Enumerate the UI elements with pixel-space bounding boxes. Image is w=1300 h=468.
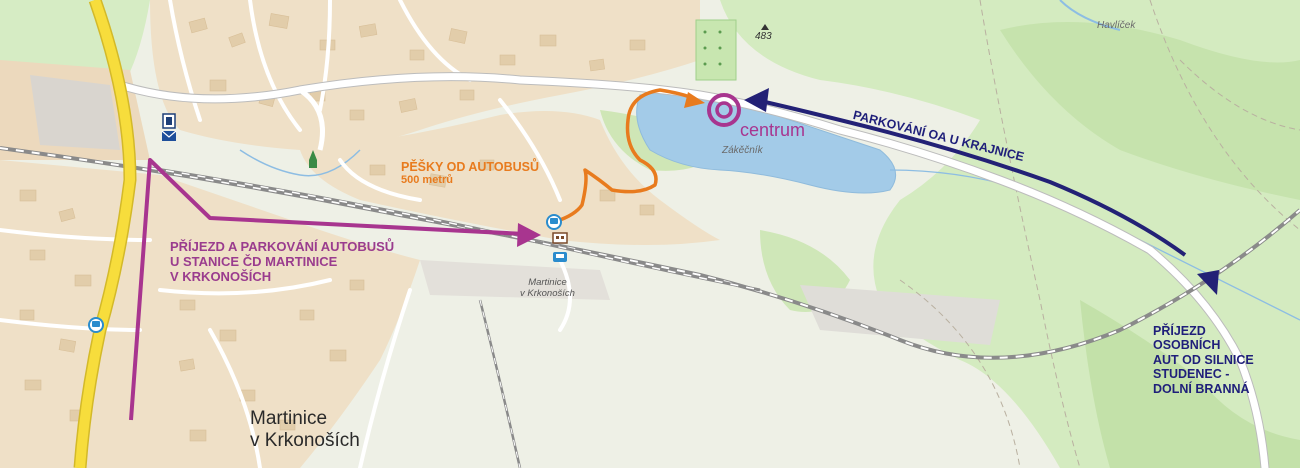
forest-area xyxy=(1000,22,1300,200)
paths xyxy=(899,0,1300,468)
built-up-area xyxy=(0,160,420,468)
bus-stop-icon xyxy=(546,214,562,230)
train-station-icon xyxy=(552,232,568,262)
bus-parking-label-line: V KRKONOŠÍCH xyxy=(170,268,272,284)
target-icon xyxy=(707,93,741,127)
walk-label-line: PĚŠKY OD AUTOBUSŮ xyxy=(401,160,539,174)
town-label: Martinice v Krkonoších xyxy=(250,408,360,452)
bus-stop-icon xyxy=(88,317,104,333)
car-route-arrowhead-south xyxy=(1197,270,1219,295)
bus-parking-label: PŘÍJEZD A PARKOVÁNÍ AUTOBUSŮ U STANICE Č… xyxy=(170,239,395,285)
built-up-area xyxy=(300,111,720,245)
car-arrival-label-line: OSOBNÍCH xyxy=(1153,338,1221,353)
town-label-line: v Krkonoších xyxy=(250,429,360,451)
forest-area xyxy=(1080,300,1300,468)
bus-parking-label-line: PŘÍJEZD A PARKOVÁNÍ AUTOBUSŮ xyxy=(170,239,395,254)
industrial-area xyxy=(30,75,120,150)
town-label-line: Martinice xyxy=(250,408,328,429)
station-label-line: Martinice xyxy=(528,277,567,288)
elevation-icon xyxy=(761,24,769,30)
walk-label-line: 500 metrů xyxy=(401,174,453,187)
stream xyxy=(1059,0,1121,31)
bus-route xyxy=(129,158,526,421)
bus-route-arrowhead xyxy=(517,223,541,247)
centrum-label: centrum xyxy=(740,120,806,140)
bus-parking-label-line: U STANICE ČD MARTINICE xyxy=(170,253,338,269)
car-arrival-label-line: PŘÍJEZD xyxy=(1153,324,1206,338)
buildings xyxy=(19,13,655,442)
car-arrival-label-line: STUDENEC - xyxy=(1153,367,1230,382)
parking-field xyxy=(695,19,737,81)
car-route xyxy=(764,100,1187,257)
station-label: Martinice v Krkonoších xyxy=(520,277,575,300)
car-arrival-label-line: AUT OD SILNICE xyxy=(1153,352,1254,367)
station-label-line: v Krkonoších xyxy=(520,287,575,299)
elevation-label: 483 xyxy=(755,31,772,42)
walk-label: PĚŠKY OD AUTOBUSŮ 500 metrů xyxy=(401,160,539,187)
car-arrival-label-line: DOLNÍ BRANNÁ xyxy=(1153,381,1250,396)
walk-route-arrowhead xyxy=(684,92,705,108)
post-office-icon xyxy=(161,113,177,141)
industrial-area xyxy=(800,285,1000,345)
pond-label: Zákěčník xyxy=(722,145,763,156)
church-icon xyxy=(309,150,317,168)
car-route-arrowhead-west xyxy=(744,88,769,112)
walk-route xyxy=(555,88,697,223)
hill-label: Havlíček xyxy=(1097,20,1136,31)
car-arrival-label: PŘÍJEZD OSOBNÍCH AUT OD SILNICE STUDENEC… xyxy=(1153,324,1254,396)
